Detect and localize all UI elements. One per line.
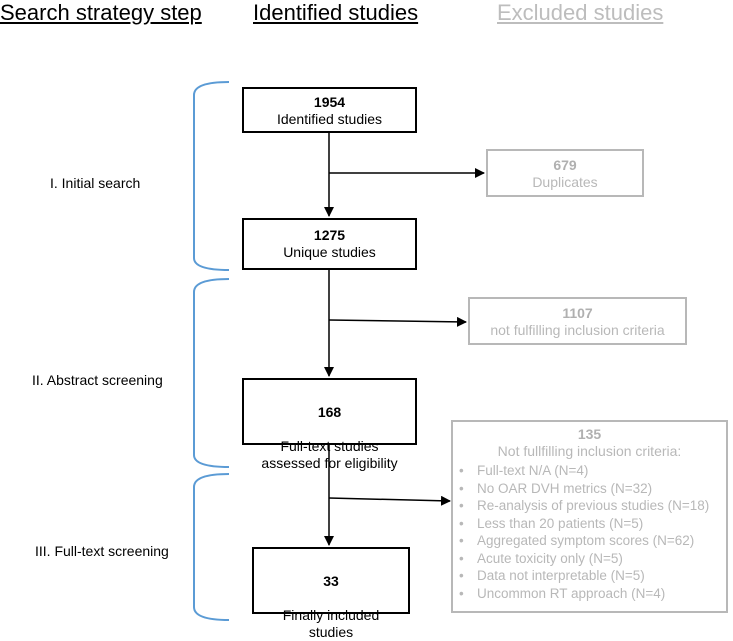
exclusion-reason: Full-text N/A (N=4): [459, 462, 726, 480]
exclusion-reason: Uncommon RT approach (N=4): [459, 585, 726, 603]
exclusion-reason: Acute toxicity only (N=5): [459, 550, 726, 568]
stage-abstract-screening: II. Abstract screening: [32, 372, 163, 388]
exclusion-reason: No OAR DVH metrics (N=32): [459, 480, 726, 498]
arrow-to-abstract-excluded: [328, 316, 467, 327]
box-excluded-fulltext: 135 Not fullfilling inclusion criteria: …: [451, 420, 728, 613]
exclusion-reason: Re-analysis of previous studies (N=18): [459, 497, 726, 515]
stage-initial-search: I. Initial search: [50, 175, 141, 191]
box-identified-studies: 1954 Identified studies: [242, 87, 417, 133]
included-label: Finally included studies: [282, 607, 380, 640]
exclusion-reason: Less than 20 patients (N=5): [459, 515, 726, 533]
fulltext-label: Full-text studies assessed for eligibili…: [261, 438, 398, 471]
arrow-to-fulltext-excluded: [328, 495, 451, 506]
stage-full-text-screening: III. Full-text screening: [35, 543, 169, 559]
box-full-text-assessed: 168 Full-text studies assessed for eligi…: [242, 378, 417, 471]
fulltext-excluded-label: Not fullfilling inclusion criteria:: [497, 443, 682, 459]
duplicates-label: Duplicates: [532, 174, 598, 190]
abstract-excluded-count: 1107: [562, 305, 593, 321]
identified-count: 1954: [313, 94, 346, 110]
bracket-initial-search: [193, 81, 230, 271]
flow-connectors: [193, 81, 485, 621]
unique-count: 1275: [313, 227, 346, 243]
box-excluded-duplicates: 679 Duplicates: [486, 149, 644, 197]
duplicates-count: 679: [553, 157, 577, 173]
header-search-strategy-step: Search strategy step: [0, 0, 202, 25]
fulltext-count: 168: [317, 404, 342, 420]
abstract-excluded-label: not fulfilling inclusion criteria: [490, 322, 665, 338]
exclusion-reasons-list: Full-text N/A (N=4) No OAR DVH metrics (…: [453, 462, 726, 602]
header-identified-studies: Identified studies: [253, 0, 419, 25]
box-excluded-abstract: 1107 not fulfilling inclusion criteria: [468, 297, 687, 345]
exclusion-reason: Aggregated symptom scores (N=62): [459, 532, 726, 550]
exclusion-reason: Data not interpretable (N=5): [459, 567, 726, 585]
bracket-abstract-screening: [193, 278, 230, 468]
identified-label: Identified studies: [276, 111, 383, 127]
unique-label: Unique studies: [283, 244, 376, 260]
bracket-full-text-screening: [193, 473, 230, 621]
box-finally-included: 33 Finally included studies: [252, 547, 410, 640]
box-unique-studies: 1275 Unique studies: [242, 218, 417, 270]
fulltext-excluded-count: 135: [577, 426, 602, 442]
header-excluded-studies: Excluded studies: [497, 0, 664, 25]
included-count: 33: [323, 573, 339, 589]
